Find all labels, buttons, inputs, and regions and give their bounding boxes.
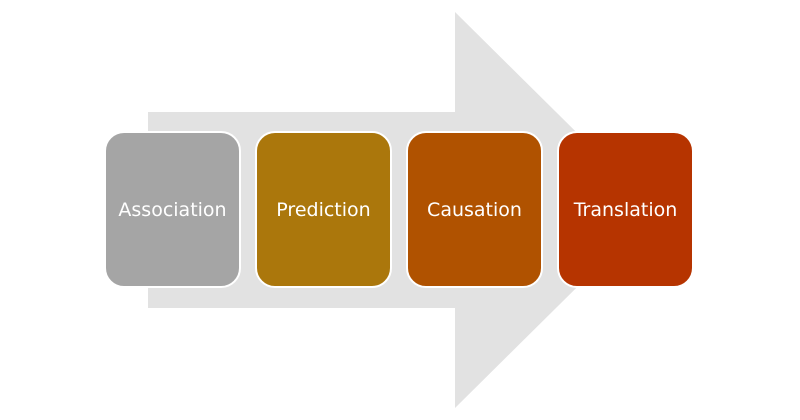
step-association: Association [104,131,241,288]
step-label: Causation [427,198,522,221]
step-causation: Causation [406,131,543,288]
step-label: Prediction [276,198,371,221]
arrow-shape [148,12,655,408]
step-label: Association [118,198,227,221]
step-label: Translation [573,198,678,221]
step-translation: Translation [557,131,694,288]
step-prediction: Prediction [255,131,392,288]
